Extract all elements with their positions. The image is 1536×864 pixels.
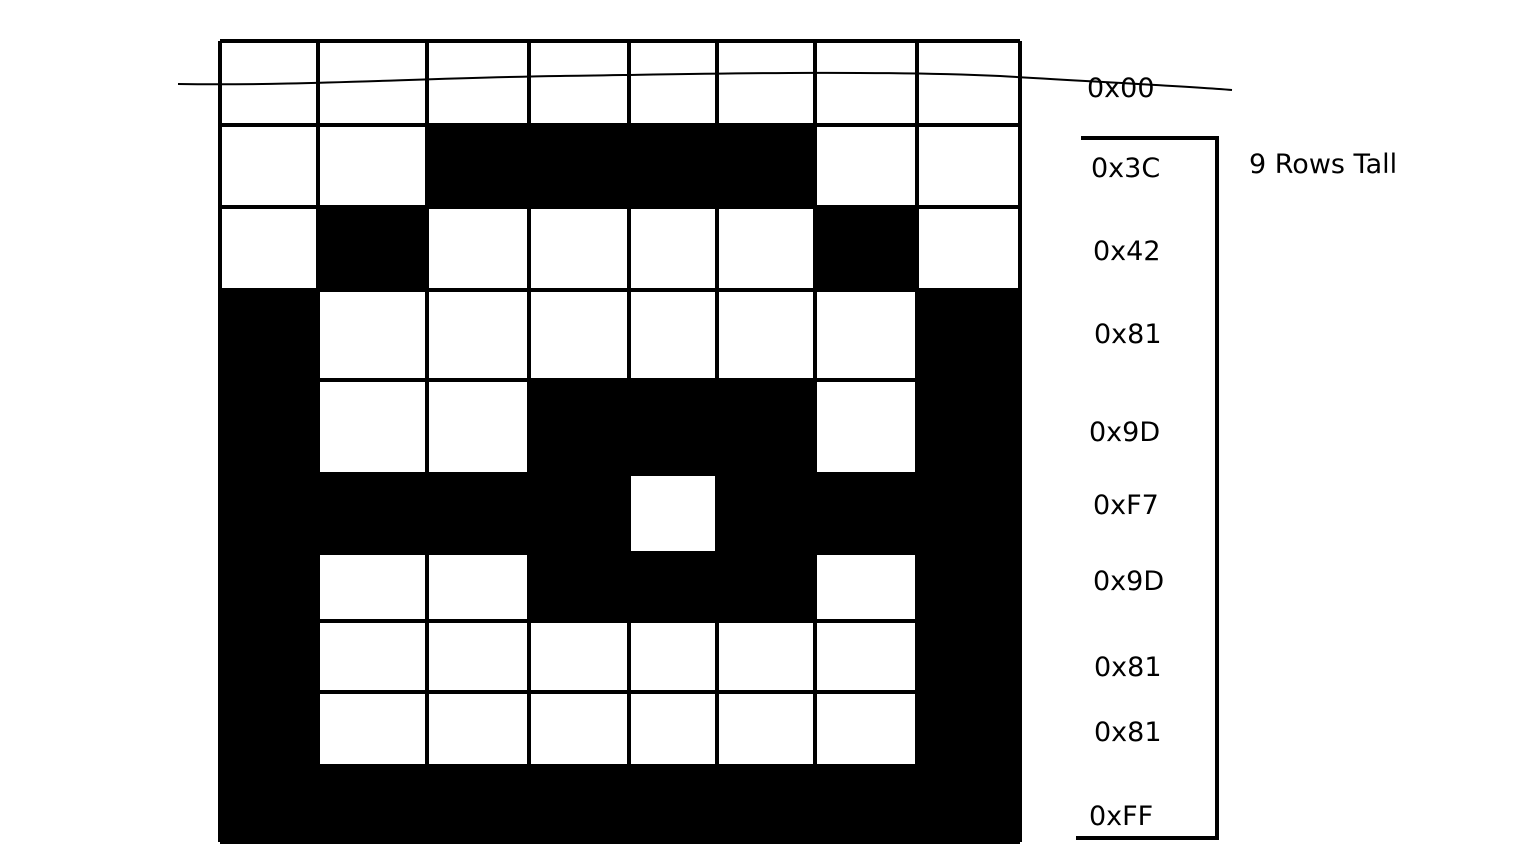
- pixel-cell: [529, 621, 629, 692]
- pixel-cell: [815, 380, 917, 474]
- pixel-cell: [717, 125, 815, 207]
- pixel-cell: [529, 41, 629, 125]
- pixel-cell: [318, 766, 427, 842]
- row-hex-label: 0xF7: [1093, 490, 1159, 521]
- pixel-cell: [815, 553, 917, 621]
- pixel-cell: [427, 207, 529, 290]
- pixel-cell: [427, 692, 529, 766]
- pixel-cell: [220, 290, 318, 380]
- row-hex-label: 0x81: [1094, 319, 1162, 350]
- row-hex-label: 0x81: [1094, 717, 1162, 748]
- pixel-cell: [529, 692, 629, 766]
- pixel-cell: [529, 125, 629, 207]
- row-hex-label: 0x9D: [1093, 566, 1164, 597]
- pixel-cell: [318, 553, 427, 621]
- pixel-cell: [815, 621, 917, 692]
- row-hex-label: 0x81: [1094, 652, 1162, 683]
- pixel-cell: [220, 380, 318, 474]
- strike-through-line: [177, 71, 1233, 91]
- grid-lines: [218, 39, 1022, 844]
- pixel-cell: [629, 207, 717, 290]
- row-hex-label: 0xFF: [1089, 801, 1153, 832]
- pixel-cell: [815, 290, 917, 380]
- bitmap-cells: [220, 41, 1020, 842]
- pixel-cell: [220, 207, 318, 290]
- pixel-cell: [427, 125, 529, 207]
- pixel-cell: [717, 553, 815, 621]
- pixel-cell: [629, 553, 717, 621]
- rows-bracket: [1076, 136, 1219, 840]
- pixel-cell: [917, 766, 1020, 842]
- pixel-cell: [427, 380, 529, 474]
- pixel-cell: [318, 125, 427, 207]
- pixel-cell: [917, 41, 1020, 125]
- pixel-cell: [629, 474, 717, 553]
- pixel-cell: [917, 125, 1020, 207]
- pixel-cell: [220, 692, 318, 766]
- pixel-cell: [629, 380, 717, 474]
- pixel-cell: [318, 380, 427, 474]
- pixel-cell: [717, 621, 815, 692]
- pixel-cell: [815, 766, 917, 842]
- pixel-cell: [318, 692, 427, 766]
- pixel-cell: [717, 290, 815, 380]
- pixel-cell: [629, 290, 717, 380]
- pixel-cell: [318, 207, 427, 290]
- pixel-cell: [220, 125, 318, 207]
- pixel-cell: [220, 621, 318, 692]
- pixel-cell: [529, 766, 629, 842]
- pixel-cell: [629, 621, 717, 692]
- pixel-cell: [717, 207, 815, 290]
- row-hex-label: 0x3C: [1091, 153, 1160, 184]
- pixel-cell: [629, 766, 717, 842]
- pixel-cell: [629, 692, 717, 766]
- pixel-cell: [917, 621, 1020, 692]
- pixel-cell: [318, 290, 427, 380]
- pixel-cell: [529, 290, 629, 380]
- hex-labels: 0x00 0x3C 0x42 0x81 0x9D 0xF7 0x9D 0x81 0x81 0xFF: [1087, 73, 1164, 832]
- pixel-cell: [427, 621, 529, 692]
- pixel-cell: [427, 553, 529, 621]
- pixel-cell: [815, 207, 917, 290]
- pixel-cell: [318, 621, 427, 692]
- pixel-cell: [717, 474, 815, 553]
- row-hex-label: 0x42: [1093, 236, 1161, 267]
- pixel-cell: [629, 125, 717, 207]
- pixel-cell: [815, 41, 917, 125]
- pixel-cell: [220, 766, 318, 842]
- pixel-cell: [717, 41, 815, 125]
- pixel-cell: [629, 41, 717, 125]
- pixel-cell: [717, 766, 815, 842]
- rows-tall-label: 9 Rows Tall: [1249, 149, 1397, 180]
- pixel-cell: [917, 380, 1020, 474]
- pixel-cell: [717, 692, 815, 766]
- pixel-cell: [529, 474, 629, 553]
- row-hex-label: 0x9D: [1089, 417, 1160, 448]
- pixel-cell: [220, 474, 318, 553]
- pixel-cell: [529, 380, 629, 474]
- pixel-cell: [917, 553, 1020, 621]
- row-hex-label: 0x00: [1087, 73, 1155, 104]
- pixel-cell: [529, 207, 629, 290]
- pixel-cell: [815, 125, 917, 207]
- pixel-cell: [427, 474, 529, 553]
- pixel-cell: [815, 692, 917, 766]
- pixel-cell: [917, 474, 1020, 553]
- pixel-cell: [427, 290, 529, 380]
- pixel-cell: [318, 474, 427, 553]
- pixel-cell: [917, 692, 1020, 766]
- pixel-cell: [917, 290, 1020, 380]
- pixel-cell: [529, 553, 629, 621]
- pixel-cell: [917, 207, 1020, 290]
- pixel-cell: [427, 766, 529, 842]
- pixel-cell: [815, 474, 917, 553]
- pixel-cell: [717, 380, 815, 474]
- pixel-cell: [220, 553, 318, 621]
- pixel-cell: [427, 41, 529, 125]
